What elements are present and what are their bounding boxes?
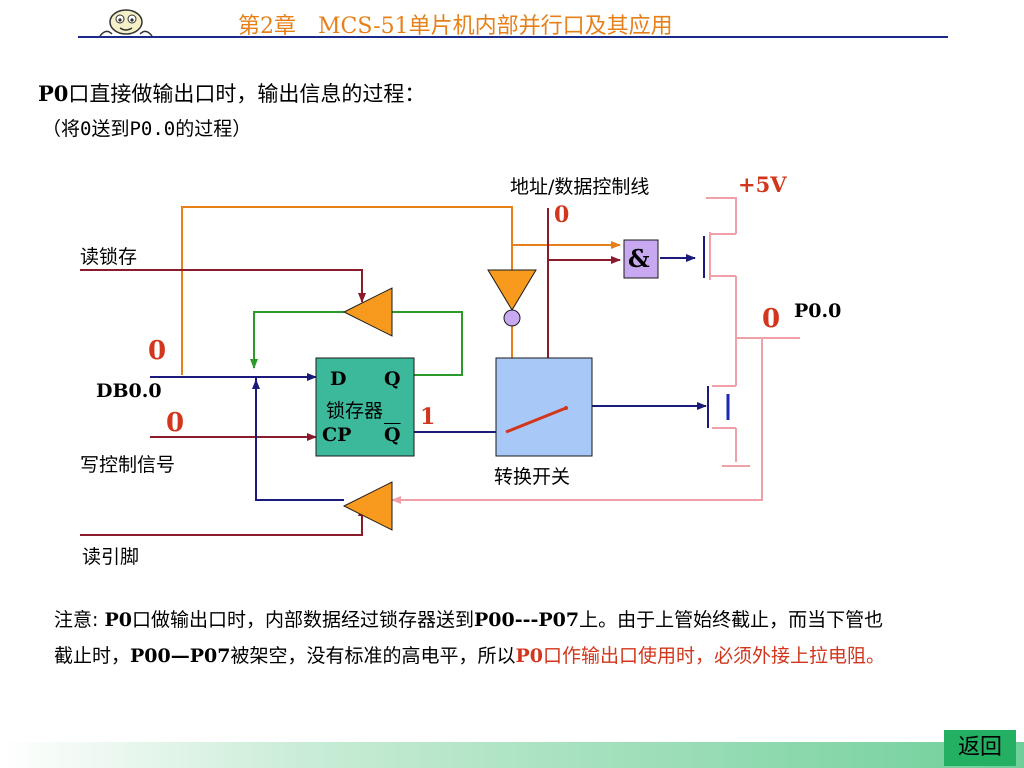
write-control-value: 0 (166, 408, 185, 438)
addr-line-value: 0 (554, 202, 570, 228)
green-wires (250, 311, 463, 376)
heading-text: 口直接做输出口时，输出信息的过程： (68, 82, 426, 106)
note-text-4: 口作输出口使用时，必须外接上拉电阻。 (543, 645, 886, 667)
pink-wires (391, 197, 800, 504)
read-latch-label: 读锁存 (80, 246, 138, 268)
note-text-2: 上。由于上管始终截止，而当下管也截止时， (54, 609, 884, 667)
upper-fet-icon (703, 232, 736, 280)
read-latch-buffer (342, 287, 393, 337)
db00-label: DB0.0 (96, 380, 162, 402)
latch-cp-label: CP (322, 424, 352, 446)
p00-value: 0 (762, 304, 781, 334)
orange-wire (181, 206, 621, 381)
latch-qbar-label: Q (384, 424, 401, 446)
note-p0-a: P0 (104, 609, 132, 631)
footer-band (0, 742, 1024, 768)
read-pin-buffer (342, 481, 393, 531)
heading-prefix: P0 (38, 81, 69, 106)
inverter-buffer (487, 269, 537, 327)
note-paragraph: 注意: P0口做输出口时，内部数据经过锁存器送到P00---P07上。由于上管始… (54, 602, 894, 674)
page-title: 第2章 MCS-51单片机内部并行口及其应用 (238, 14, 673, 39)
mascot-logo-icon (99, 9, 153, 37)
latch-q-label: Q (384, 368, 401, 390)
title-underline (78, 36, 948, 38)
section-heading: P0口直接做输出口时，输出信息的过程： (38, 78, 425, 108)
and-symbol: & (628, 244, 650, 273)
note-p0-b: P0 (515, 645, 544, 667)
note-text-1: 口做输出口时，内部数据经过锁存器送到 (131, 609, 474, 631)
switch-arm (505, 406, 568, 434)
p00-label: P0.0 (794, 300, 842, 322)
qbar-value: 1 (420, 404, 436, 430)
section-subheading: （将0送到P0.0的过程） (42, 118, 252, 140)
db00-value: 0 (148, 336, 167, 366)
latch-box (315, 357, 415, 457)
vcc-label: +5V (738, 172, 787, 197)
read-pin-label: 读引脚 (82, 546, 140, 568)
addr-data-line-label: 地址/数据控制线 (510, 176, 650, 198)
latch-name-label: 锁存器 (326, 400, 384, 422)
note-range-2: P00—P07 (130, 645, 231, 667)
and-gate (623, 239, 659, 279)
back-button[interactable]: 返回 (944, 730, 1016, 766)
switch-label: 转换开关 (494, 466, 571, 488)
navy-wires (150, 254, 707, 501)
note-range-1: P00---P07 (473, 609, 580, 631)
latch-d-label: D (330, 368, 347, 390)
write-control-label: 写控制信号 (80, 454, 176, 476)
lower-fet-icon (707, 385, 736, 429)
note-text-3: 被架空，没有标准的高电平，所以 (230, 645, 516, 667)
note-label: 注意: (54, 609, 105, 631)
switch-box (495, 357, 593, 457)
